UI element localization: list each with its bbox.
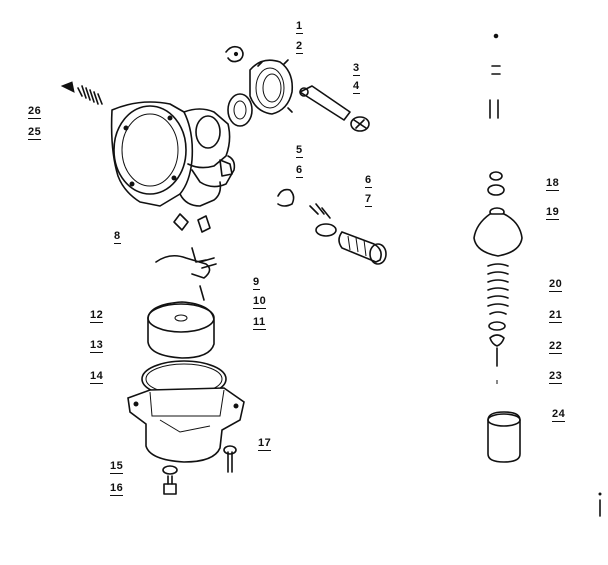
part-18-washer[interactable] [487, 171, 505, 196]
part-carburetor-body[interactable] [110, 101, 236, 207]
callout-6-right[interactable]: 6 [365, 174, 372, 188]
part-14-float-bowl[interactable] [127, 387, 245, 463]
callout-1[interactable]: 1 [296, 20, 303, 34]
part-19-cap[interactable] [473, 207, 523, 257]
part-9-float-arm[interactable] [155, 247, 211, 301]
part-24-throttle-slide[interactable] [487, 411, 521, 463]
part-16-drain-screw[interactable] [163, 475, 177, 495]
part-10-pin[interactable] [199, 257, 217, 269]
callout-7[interactable]: 7 [365, 193, 372, 207]
callout-4[interactable]: 4 [353, 80, 360, 94]
part-4-screw[interactable] [350, 116, 370, 132]
part-8-inlet-needle[interactable] [173, 213, 211, 233]
part-6-spring[interactable] [309, 203, 337, 237]
part-26-idle-screw[interactable] [60, 81, 103, 105]
callout-21[interactable]: 21 [549, 309, 563, 323]
part-top-stack[interactable] [489, 33, 501, 119]
part-20-spring[interactable] [487, 263, 509, 315]
part-7-jet-fitting[interactable] [338, 231, 387, 265]
part-15-drain-washer[interactable] [162, 465, 178, 475]
part-2-diaphragm-cover[interactable] [249, 59, 294, 115]
callout-6-left[interactable]: 6 [296, 164, 303, 178]
callout-14[interactable]: 14 [90, 370, 104, 384]
callout-3[interactable]: 3 [353, 62, 360, 76]
callout-16[interactable]: 16 [110, 482, 124, 496]
callout-24[interactable]: 24 [552, 408, 566, 422]
callout-17[interactable]: 17 [258, 437, 272, 451]
callout-20[interactable]: 20 [549, 278, 563, 292]
part-21-clip[interactable] [488, 321, 506, 331]
part-gasket-ring[interactable] [227, 93, 253, 127]
callout-11[interactable]: 11 [253, 316, 266, 330]
callout-10[interactable]: 10 [253, 295, 267, 309]
callout-15[interactable]: 15 [110, 460, 124, 474]
callout-8[interactable]: 8 [114, 230, 121, 244]
part-17-bowl-screw[interactable] [223, 445, 237, 473]
callout-13[interactable]: 13 [90, 339, 104, 353]
part-1-clip[interactable] [225, 45, 244, 63]
part-12-float[interactable] [147, 301, 215, 359]
callout-2[interactable]: 2 [296, 40, 303, 54]
callout-22[interactable]: 22 [549, 340, 563, 354]
callout-23[interactable]: 23 [549, 370, 563, 384]
part-22-needle-clip[interactable] [489, 334, 505, 347]
part-3-lever[interactable] [299, 85, 351, 121]
callout-25[interactable]: 25 [28, 126, 42, 140]
margin-mark [598, 492, 602, 517]
part-5-clip[interactable] [277, 188, 295, 207]
callout-19[interactable]: 19 [546, 206, 560, 220]
callout-5[interactable]: 5 [296, 144, 303, 158]
callout-18[interactable]: 18 [546, 177, 560, 191]
callout-26[interactable]: 26 [28, 105, 42, 119]
callout-9[interactable]: 9 [253, 276, 260, 290]
callout-12[interactable]: 12 [90, 309, 104, 323]
